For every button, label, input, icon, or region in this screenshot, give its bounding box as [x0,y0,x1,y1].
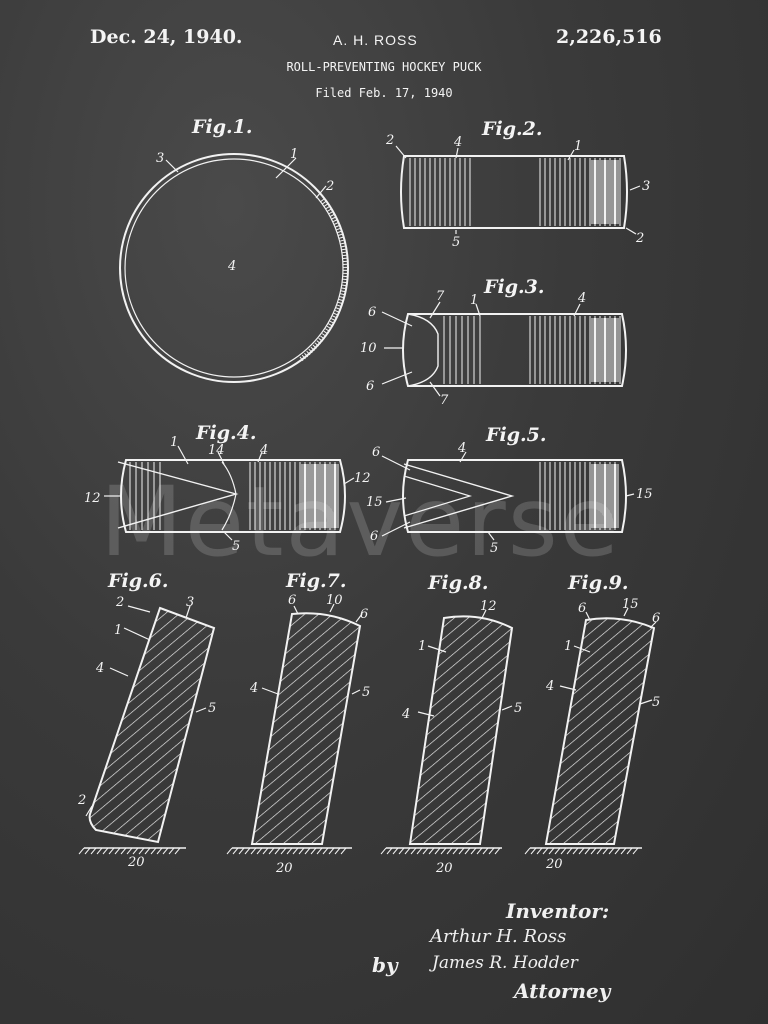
numeral: 10 [360,341,377,356]
numeral: 5 [362,685,370,700]
fig1-drawing [119,153,349,383]
fig7-label: Fig.7. [285,570,346,592]
numeral: 4 [227,259,236,274]
fig3-drawing [381,301,627,397]
patent-number: 2,226,516 [556,26,662,48]
numeral: 1 [470,293,478,308]
fig4-drawing [104,445,355,541]
numeral: 12 [84,491,101,506]
numeral: 1 [564,639,572,654]
inventor-signature: Arthur H. Ross [428,926,566,947]
reference-numerals: 3 1 2 4 2 4 1 3 5 2 6 7 1 4 10 6 7 1 14 … [77,133,660,876]
numeral: 6 [652,611,660,626]
fig2-drawing [395,145,641,235]
watermark: Metaverse [100,466,621,578]
attorney-signature: James R. Hodder [429,953,579,973]
fig8-label: Fig.8. [427,572,488,594]
numeral: 4 [259,443,268,458]
fig2-label: Fig.2. [481,118,542,140]
numeral: 1 [114,623,122,638]
signature-block: Inventor: Arthur H. Ross by James R. Hod… [372,899,612,1003]
fig5-drawing [381,451,635,541]
numeral: 20 [275,861,293,876]
numeral: 15 [622,597,639,612]
inventor-label: Inventor: [505,899,609,923]
numeral: 4 [401,707,410,722]
fig1-label: Fig.1. [191,116,252,138]
numeral: 2 [385,133,394,148]
numeral: 4 [249,681,258,696]
numeral: 2 [325,179,334,194]
numeral: 1 [418,639,426,654]
numeral: 5 [514,701,522,716]
attorney-label: Attorney [512,979,612,1003]
numeral: 4 [95,661,104,676]
numeral: 2 [635,231,644,246]
by-label: by [372,953,399,977]
numeral: 3 [186,595,194,610]
patent-title: ROLL-PREVENTING HOCKEY PUCK [286,60,482,74]
numeral: 6 [370,529,378,544]
numeral: 5 [652,695,660,710]
filed-date: Filed Feb. 17, 1940 [315,86,453,100]
numeral: 2 [115,595,124,610]
numeral: 6 [368,305,376,320]
numeral: 1 [290,147,298,162]
fig6-drawing [84,605,216,849]
fig8-drawing [386,609,514,849]
numeral: 20 [435,861,453,876]
fig9-label: Fig.9. [567,572,628,594]
fig9-drawing [530,607,657,849]
numeral: 4 [457,441,466,456]
numeral: 4 [545,679,554,694]
numeral: 10 [326,593,343,608]
numeral: 15 [636,487,653,502]
numeral: 6 [366,379,374,394]
numeral: 6 [372,445,380,460]
numeral: 4 [453,135,462,150]
numeral: 20 [127,855,145,870]
numeral: 12 [480,599,497,614]
numeral: 7 [436,289,445,304]
fig6-label: Fig.6. [107,570,168,592]
patent-date: Dec. 24, 1940. [90,26,243,48]
numeral: 5 [490,541,498,556]
numeral: 5 [208,701,216,716]
numeral: 6 [288,593,296,608]
numeral: 1 [574,139,582,154]
numeral: 12 [354,471,371,486]
numeral: 2 [77,793,86,808]
numeral: 5 [232,539,240,554]
numeral: 6 [578,601,586,616]
fig4-label: Fig.4. [195,422,256,444]
numeral: 7 [440,393,449,408]
numeral: 20 [545,857,563,872]
numeral: 14 [208,443,225,458]
numeral: 3 [156,151,164,166]
numeral: 1 [170,435,178,450]
numeral: 15 [366,495,383,510]
fig5-label: Fig.5. [485,424,546,446]
numeral: 4 [577,291,586,306]
numeral: 6 [360,607,368,622]
numeral: 5 [452,235,460,250]
fig7-drawing [232,603,363,849]
numeral: 3 [642,179,650,194]
fig3-label: Fig.3. [483,276,544,298]
inventor-name-header: A. H. ROSS [333,32,418,48]
